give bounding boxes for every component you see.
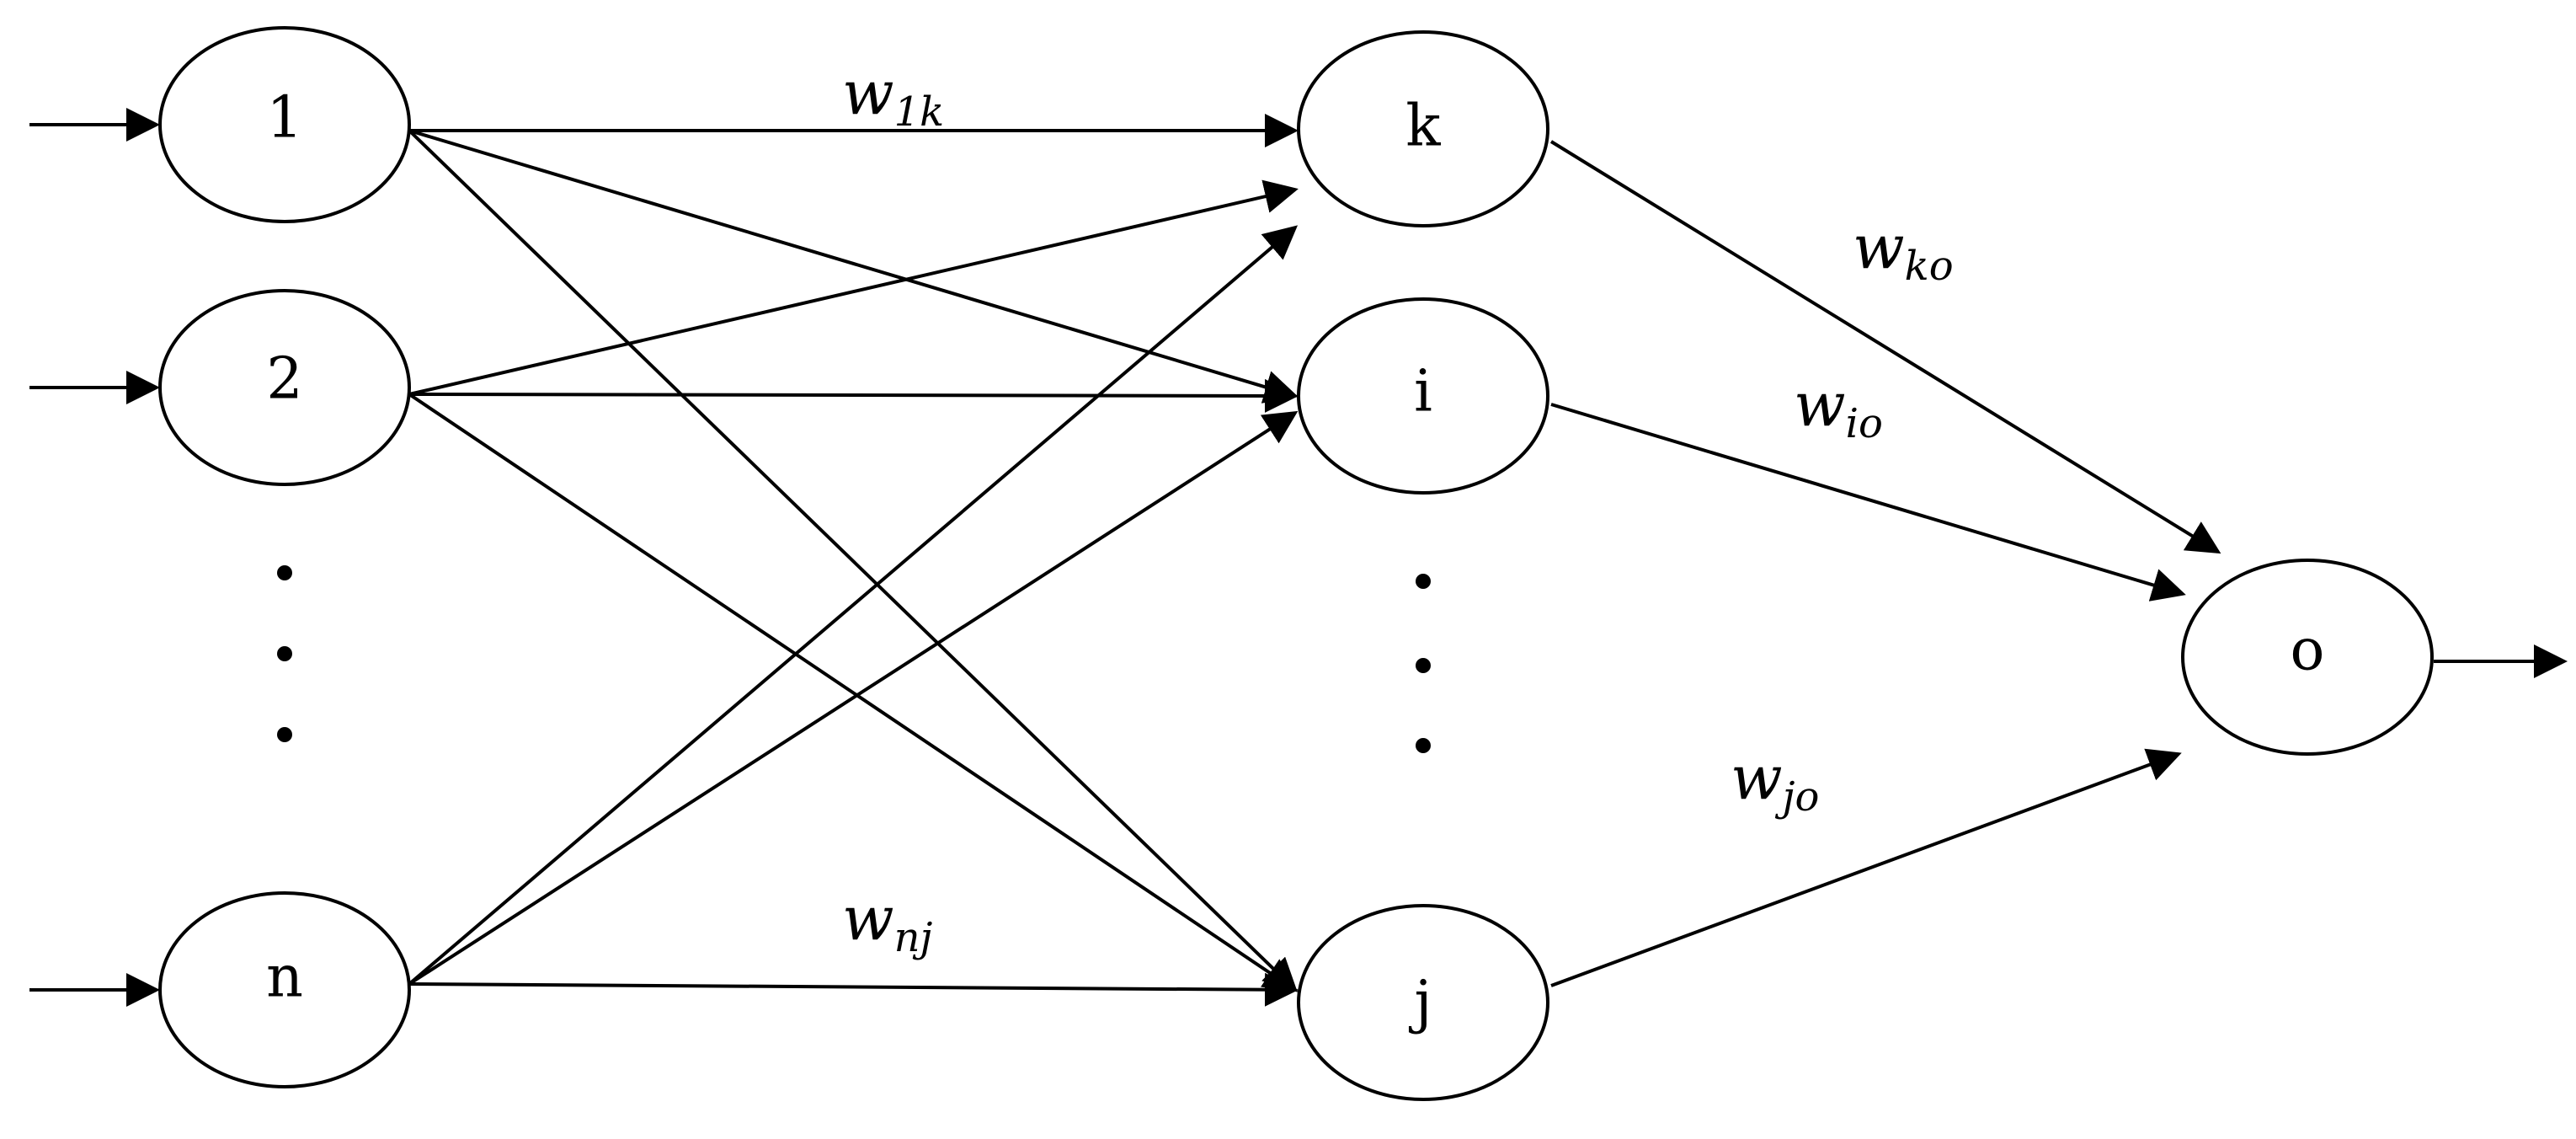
input-node-1: 1 <box>158 26 411 223</box>
edge-j-o <box>1550 748 2182 987</box>
edge-2-k <box>408 179 1299 396</box>
hidden-node-k: k <box>1297 30 1549 227</box>
edge-n-j <box>408 972 1299 1007</box>
input-node-n: n <box>158 891 411 1088</box>
hidden-node-k-label: k <box>1405 94 1441 160</box>
input-arrows <box>29 108 160 1007</box>
edges-layer <box>408 114 2221 1007</box>
edge-1-j <box>408 129 1298 992</box>
weight-label-w1k: w1k <box>842 57 944 136</box>
output-node-o: o <box>2181 559 2434 756</box>
weight-label-wnj: wnj <box>842 883 933 961</box>
hidden-ellipsis <box>1416 574 1431 753</box>
weight-label-wjo: wjo <box>1731 742 1819 821</box>
hidden-node-j: j <box>1297 904 1549 1101</box>
edge-i-o <box>1550 403 2186 602</box>
edge-k-o <box>1549 140 2221 554</box>
input-node-2-label: 2 <box>266 346 302 413</box>
input-node-2: 2 <box>158 289 411 486</box>
edge-n-k <box>408 225 1299 986</box>
hidden-node-i: i <box>1297 297 1549 495</box>
edge-n-i <box>408 410 1299 986</box>
weight-label-wio: wio <box>1794 369 1883 447</box>
weight-label-wko: wko <box>1853 211 1954 290</box>
output-node-o-label: o <box>2291 618 2325 684</box>
input-node-n-label: n <box>266 944 303 1011</box>
edge-2-i <box>408 378 1299 413</box>
edge-2-j <box>408 393 1299 992</box>
edge-1-i <box>408 129 1299 404</box>
input-node-1-label: 1 <box>266 85 302 152</box>
hidden-node-i-label: i <box>1414 359 1432 425</box>
input-ellipsis <box>277 565 292 742</box>
